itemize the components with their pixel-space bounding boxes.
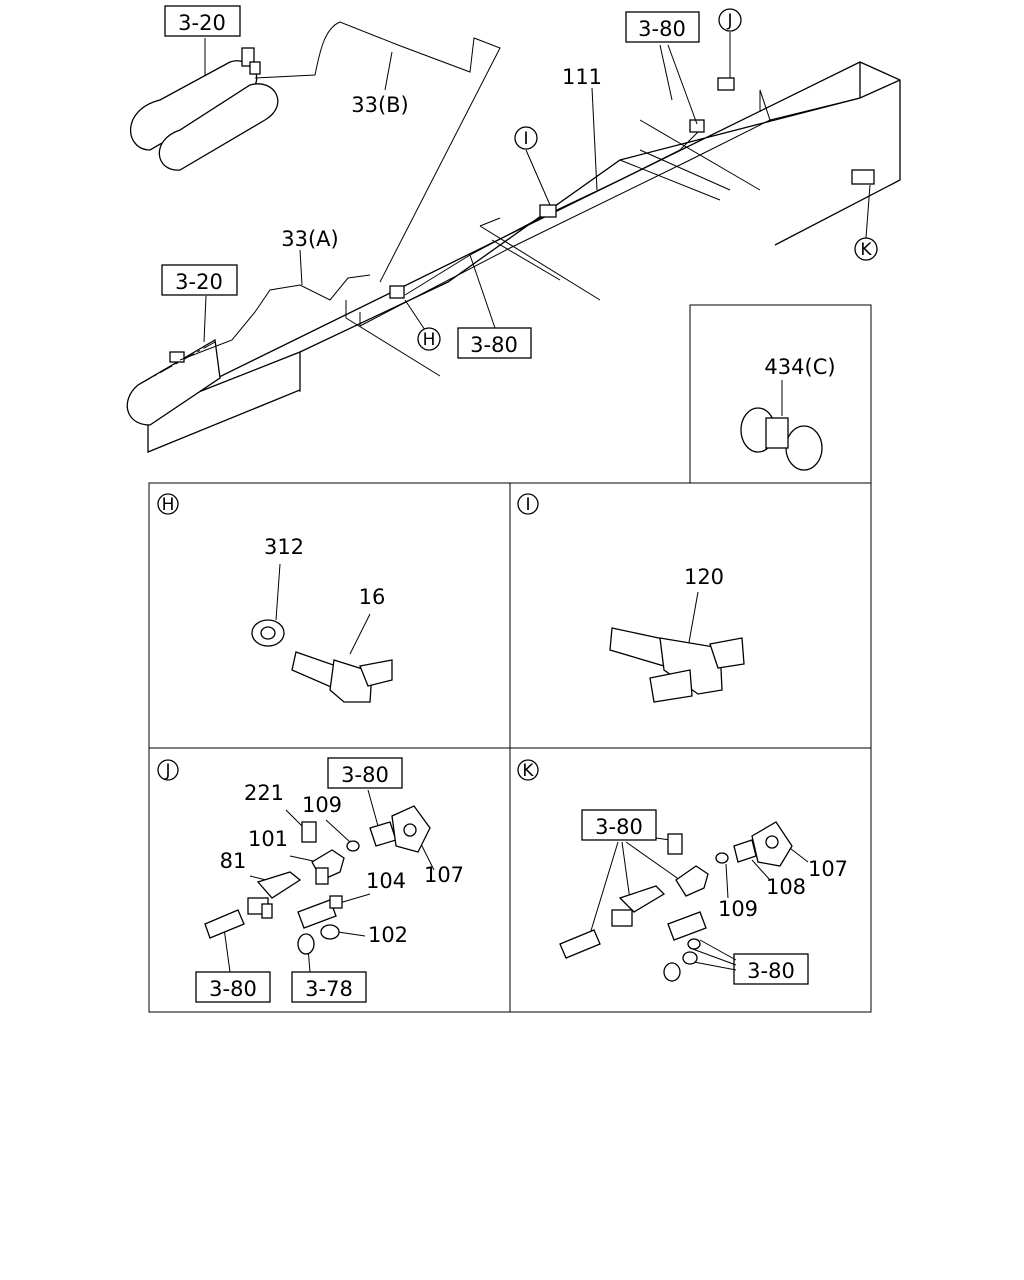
- label-j-101: 101: [248, 827, 288, 851]
- callout-k: K: [860, 240, 872, 260]
- label-pipe-33a: 33(A): [281, 227, 338, 251]
- fitting-k: [851, 169, 875, 185]
- elbow-16: [291, 651, 393, 703]
- detail-j-panel: J 3-80 3-80 3-78 221 109 101 81 104 107 …: [148, 747, 511, 1013]
- fitting-i: [539, 204, 557, 218]
- label-k-109: 109: [718, 897, 758, 921]
- union-k-108: [733, 839, 757, 863]
- detail-h-title: H: [162, 495, 175, 515]
- detail-i-panel: I 120: [509, 482, 872, 749]
- label-434c: 434(C): [764, 355, 835, 379]
- ref-mid: 3-80: [470, 333, 518, 357]
- label-120: 120: [684, 565, 724, 589]
- clip-434c: [740, 407, 823, 471]
- fitting-h: [389, 285, 405, 299]
- detail-k-title: K: [522, 761, 534, 781]
- ref-k-top: 3-80: [595, 815, 643, 839]
- label-j-102: 102: [368, 923, 408, 947]
- ref-k-bottom: 3-80: [747, 959, 795, 983]
- fitting-101: [311, 849, 345, 885]
- nut-k-b: [663, 962, 681, 982]
- clip-k: [687, 938, 701, 950]
- callout-j: J: [726, 11, 732, 31]
- bracket-k: [667, 911, 707, 941]
- ref-tank-left: 3-20: [175, 270, 223, 294]
- air-tank-upper: [130, 47, 279, 171]
- frame-inner: [299, 119, 771, 392]
- nut-k-a: [682, 951, 698, 965]
- label-16: 16: [359, 585, 386, 609]
- detail-h-panel: H 312 16: [148, 482, 511, 749]
- nut-102: [320, 924, 340, 940]
- ref-j-bottom-left: 3-80: [209, 977, 257, 1001]
- leaders-main: [203, 32, 871, 343]
- pipe-33b: [254, 21, 501, 283]
- pipe-33a: [179, 274, 371, 361]
- bolt-k: [667, 833, 683, 855]
- ref-j-bottom-mid: 3-78: [305, 977, 353, 1001]
- detail-k-panel: K 3-80 3-80 107 108 109: [509, 747, 872, 1013]
- tee-120: [609, 627, 745, 703]
- label-j-104: 104: [366, 869, 406, 893]
- union-107: [369, 805, 431, 853]
- ref-top-right: 3-80: [638, 17, 686, 41]
- bolt-221: [301, 821, 317, 843]
- bracket-104: [297, 895, 343, 929]
- washer-109: [346, 840, 360, 852]
- washer-k-109: [715, 852, 729, 864]
- fitting-top: [689, 119, 705, 133]
- main-assembly: 3-20 3-20 3-80 3-80 33(B) 33(A) 111 H I …: [126, 5, 901, 453]
- detail-i-title: I: [525, 495, 530, 515]
- label-j-221: 221: [244, 781, 284, 805]
- label-pipe-111: 111: [562, 65, 602, 89]
- label-j-81: 81: [220, 849, 247, 873]
- fitting-k-tee: [675, 865, 709, 897]
- callout-h: H: [423, 330, 436, 350]
- air-tank-lower: [126, 338, 221, 426]
- label-312: 312: [264, 535, 304, 559]
- label-k-108: 108: [766, 875, 806, 899]
- label-j-109: 109: [302, 793, 342, 817]
- cock-81: [247, 871, 302, 919]
- nipple-k: [559, 929, 601, 959]
- ref-tank-top: 3-20: [178, 11, 226, 35]
- detail-c-panel: 434(C): [689, 304, 872, 484]
- callout-i: I: [523, 129, 528, 149]
- label-j-107: 107: [424, 863, 464, 887]
- detail-j-title: J: [164, 761, 170, 781]
- pipe-111: [404, 129, 701, 296]
- ref-j-top: 3-80: [341, 763, 389, 787]
- nut-j-lower: [297, 933, 315, 955]
- label-k-107: 107: [808, 857, 848, 881]
- fitting-j: [717, 77, 735, 91]
- nut-312: [251, 619, 285, 647]
- nipple-j: [204, 909, 245, 939]
- union-k-107: [751, 821, 793, 867]
- label-pipe-33b: 33(B): [351, 93, 409, 117]
- cock-k: [611, 885, 666, 927]
